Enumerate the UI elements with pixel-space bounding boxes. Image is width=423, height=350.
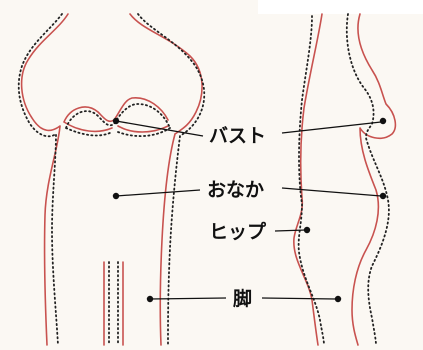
hip-side-leader <box>275 230 306 231</box>
legs-label: 脚 <box>233 288 252 310</box>
top-crop-area <box>258 0 423 14</box>
bust-side-dot <box>380 118 386 124</box>
hip-label: ヒップ <box>209 220 267 243</box>
side-view-body <box>294 14 396 345</box>
front-body-dotted <box>19 14 205 345</box>
legs-side-dot <box>335 296 341 302</box>
legs-side-leader <box>262 298 336 299</box>
belly-side-leader <box>282 188 381 196</box>
belly-side-dot <box>380 193 386 199</box>
belly-front-leader <box>116 190 200 196</box>
side-body-outline <box>294 14 396 345</box>
belly-callout: おなか <box>113 179 386 201</box>
bust-label: バスト <box>209 125 266 147</box>
front-view-body <box>19 14 205 345</box>
hip-side-dot <box>304 227 310 233</box>
belly-label: おなか <box>207 179 264 201</box>
bust-side-leader <box>282 122 381 133</box>
bust-callout: バスト <box>113 118 386 147</box>
legs-front-leader <box>150 298 226 299</box>
